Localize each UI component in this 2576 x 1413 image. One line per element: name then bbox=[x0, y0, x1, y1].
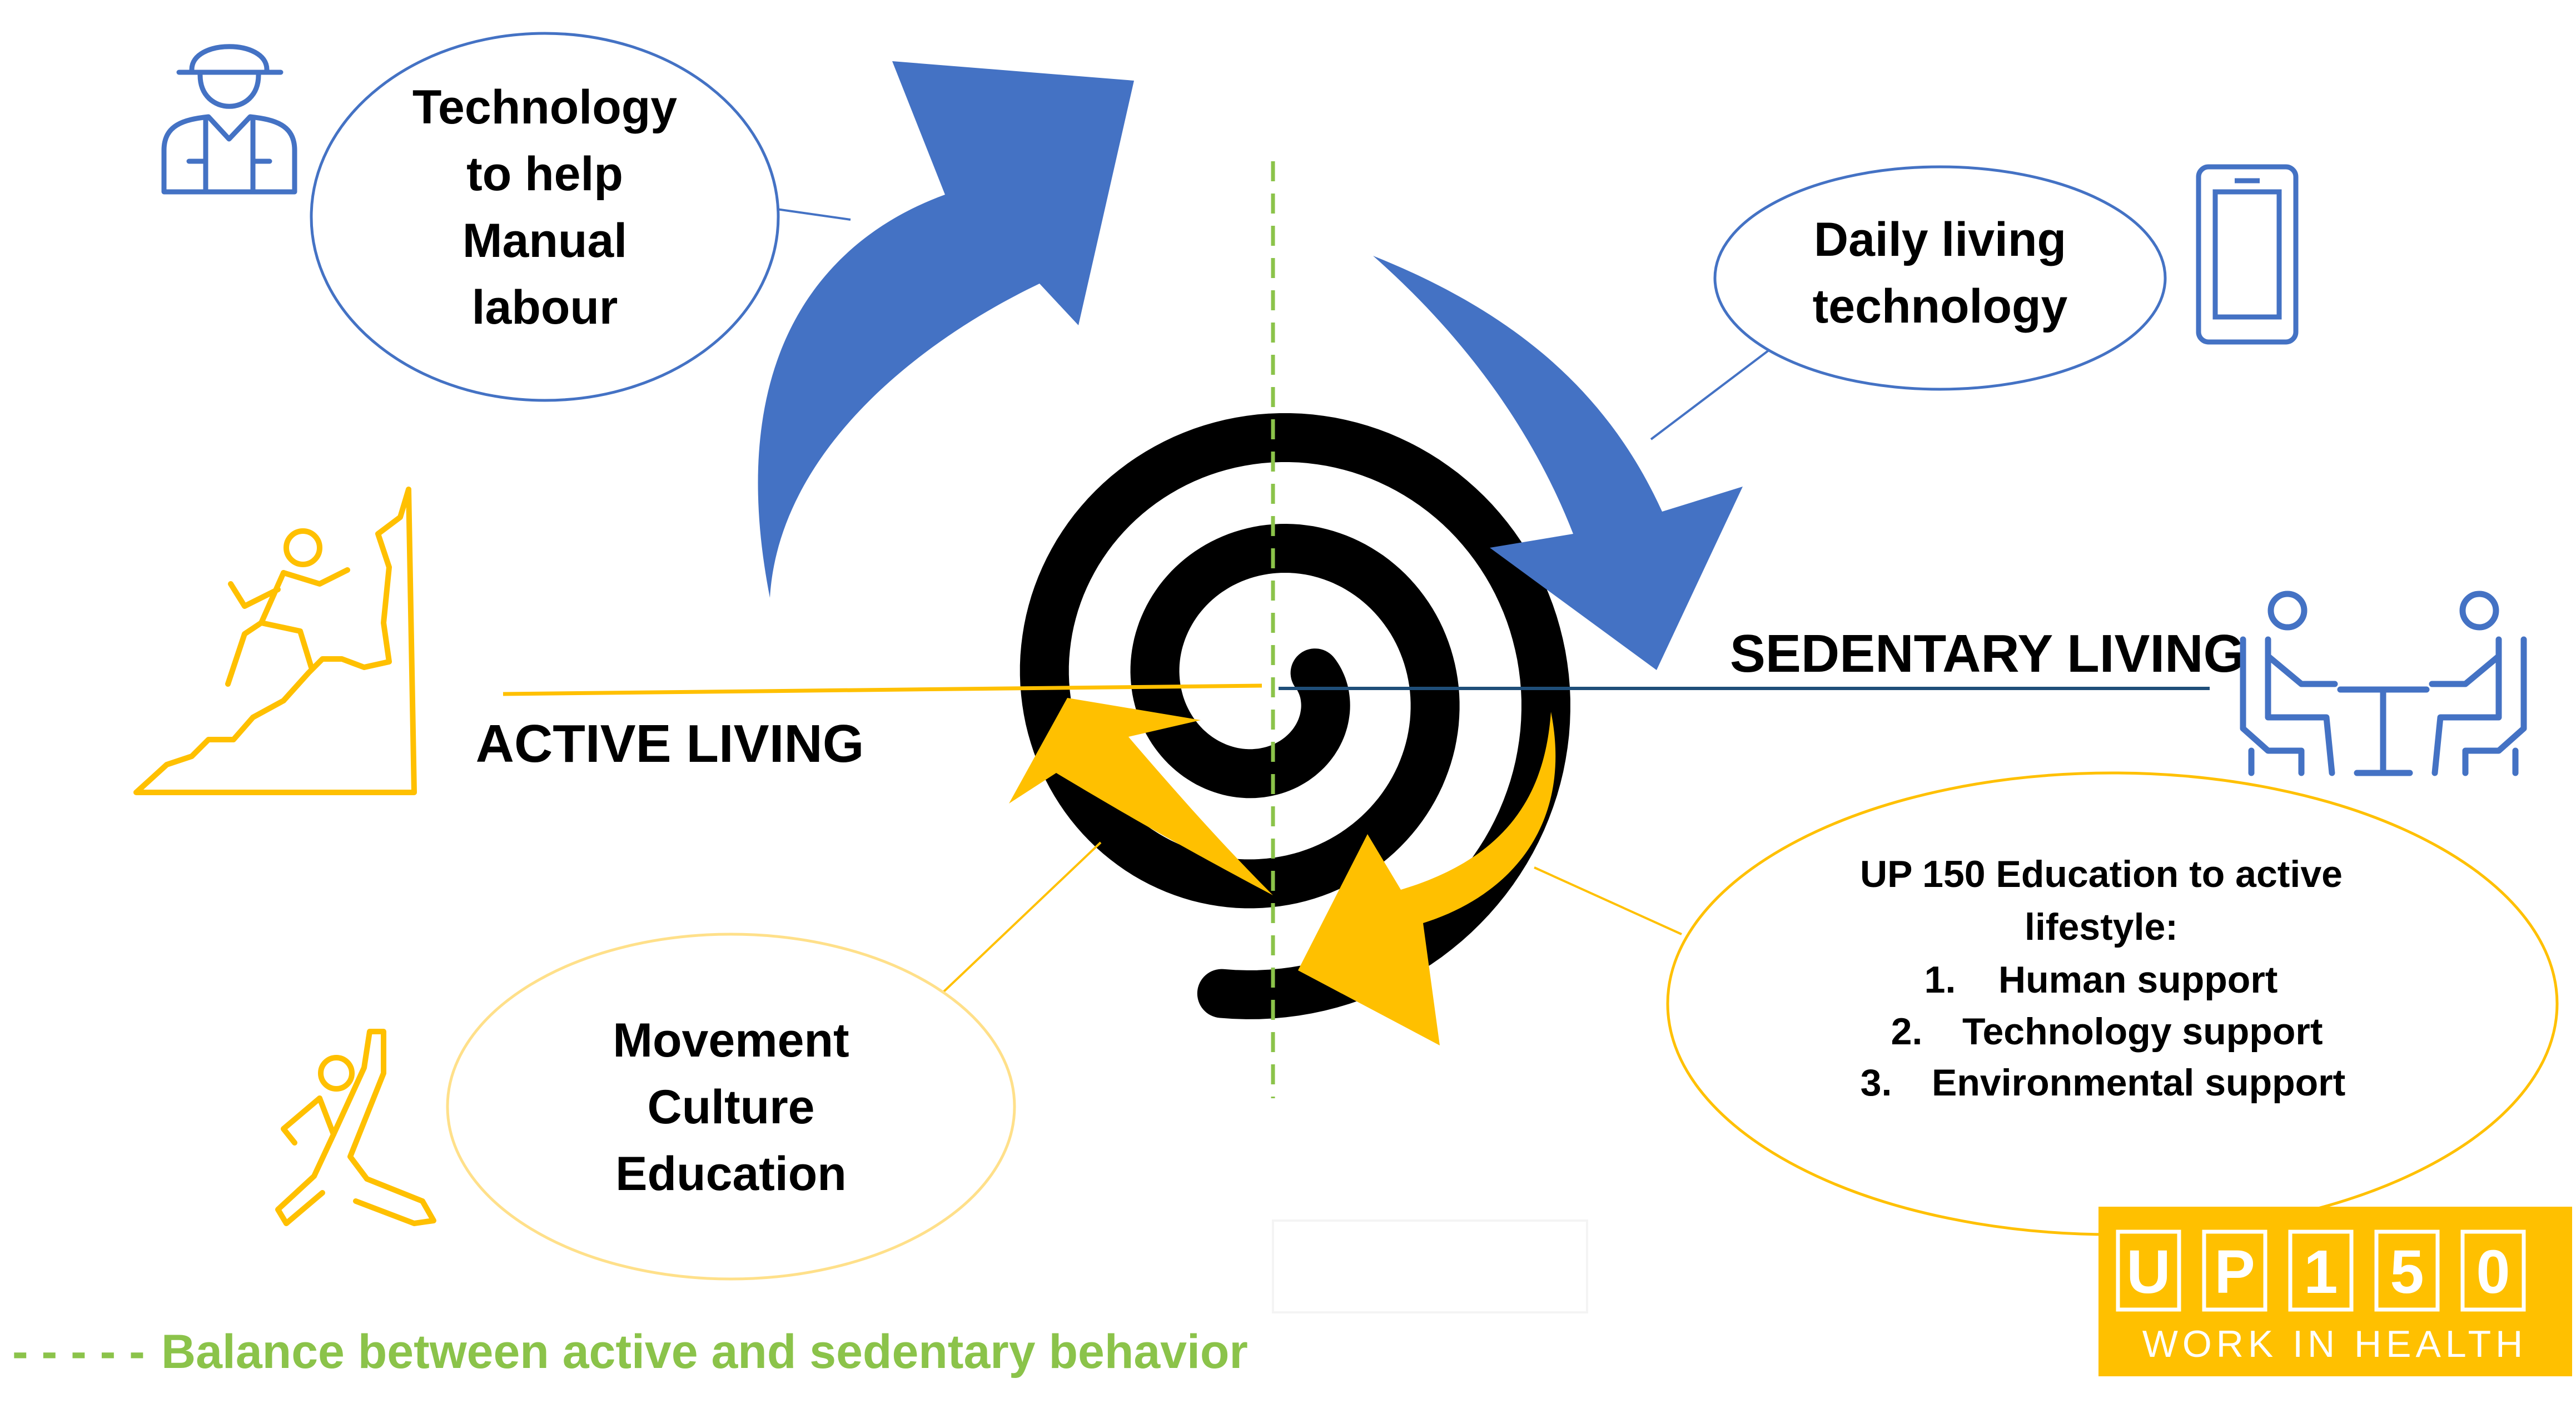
sedentary-living-label: SEDENTARY LIVING bbox=[1730, 624, 2245, 683]
daily-living-line-2: technology bbox=[1813, 280, 2068, 333]
logo-box-3 bbox=[2288, 1229, 2354, 1312]
manual-labour-line-1: Technology bbox=[412, 81, 677, 134]
manual-labour-connector bbox=[772, 207, 851, 221]
up150-logo: U P 1 5 0 WORK IN HEALTH bbox=[2098, 1207, 2572, 1376]
movement-connector bbox=[933, 841, 1102, 1002]
logo-tagline: WORK IN HEALTH bbox=[2142, 1323, 2528, 1365]
movement-line-2: Culture bbox=[648, 1080, 815, 1134]
stretching-person-icon bbox=[275, 1029, 436, 1226]
legend: - - - - - Balance between active and sed… bbox=[12, 1325, 1248, 1379]
manual-labour-line-3: Manual bbox=[463, 214, 627, 267]
up150-item-1-num: 1. bbox=[1924, 959, 1956, 1001]
yellow-arrow-down bbox=[1298, 712, 1556, 1045]
active-living-label: ACTIVE LIVING bbox=[476, 714, 864, 774]
active-axis-line bbox=[503, 683, 1262, 696]
manual-labour-line-4: labour bbox=[472, 281, 618, 334]
up150-item-3-num: 3. bbox=[1861, 1062, 1892, 1104]
people-at-table-icon bbox=[2240, 591, 2527, 776]
legend-text: Balance between active and sedentary beh… bbox=[161, 1325, 1248, 1379]
manual-labour-bubble: Technology to help Manual labour bbox=[310, 32, 780, 402]
up150-item-3-text: Environmental support bbox=[1932, 1062, 2345, 1104]
up150-item-1-text: Human support bbox=[1998, 959, 2277, 1001]
blue-arrow-down bbox=[1373, 256, 1743, 670]
legend-dashes: - - - - - bbox=[12, 1325, 145, 1379]
movement-ellipse bbox=[446, 933, 1016, 1281]
movement-line-3: Education bbox=[615, 1147, 847, 1201]
up150-bubble: UP 150 Education to active lifestyle: 1.… bbox=[1666, 771, 2559, 1236]
construction-worker-icon bbox=[161, 44, 297, 195]
logo-box-1 bbox=[2116, 1229, 2181, 1312]
up150-heading-2: lifestyle: bbox=[2025, 906, 2178, 948]
blue-arrow-up bbox=[758, 61, 1134, 598]
up150-item-2-num: 2. bbox=[1891, 1010, 1923, 1053]
daily-living-bubble: Daily living technology bbox=[1713, 165, 2167, 391]
daily-living-ellipse bbox=[1713, 165, 2167, 391]
daily-living-line-1: Daily living bbox=[1814, 213, 2066, 266]
up150-item-2-text: Technology support bbox=[1962, 1010, 2323, 1053]
logo-box-5 bbox=[2460, 1229, 2526, 1312]
logo-digit-5: 5 bbox=[2390, 1238, 2424, 1306]
empty-box bbox=[1272, 1219, 1588, 1313]
manual-labour-ellipse bbox=[310, 32, 780, 402]
logo-box-2 bbox=[2202, 1229, 2267, 1312]
daily-living-connector bbox=[1650, 344, 1777, 440]
logo-digit-1: 1 bbox=[2304, 1238, 2338, 1306]
up150-heading-1: UP 150 Education to active bbox=[1860, 853, 2343, 895]
yellow-arrow-left bbox=[1009, 698, 1273, 895]
up150-ellipse bbox=[1666, 771, 2559, 1236]
movement-line-1: Movement bbox=[613, 1014, 849, 1067]
spiral-line bbox=[1020, 413, 1570, 1019]
logo-box-4 bbox=[2374, 1229, 2440, 1312]
logo-digit-0: 0 bbox=[2476, 1238, 2510, 1306]
logo-letter-u: U bbox=[2126, 1238, 2170, 1306]
climbing-person-icon bbox=[133, 487, 417, 795]
up150-connector bbox=[1534, 866, 1682, 935]
movement-bubble: Movement Culture Education bbox=[446, 933, 1016, 1281]
tablet-icon bbox=[2196, 164, 2299, 345]
logo-letter-p: P bbox=[2214, 1238, 2255, 1306]
manual-labour-line-2: to help bbox=[466, 147, 623, 201]
